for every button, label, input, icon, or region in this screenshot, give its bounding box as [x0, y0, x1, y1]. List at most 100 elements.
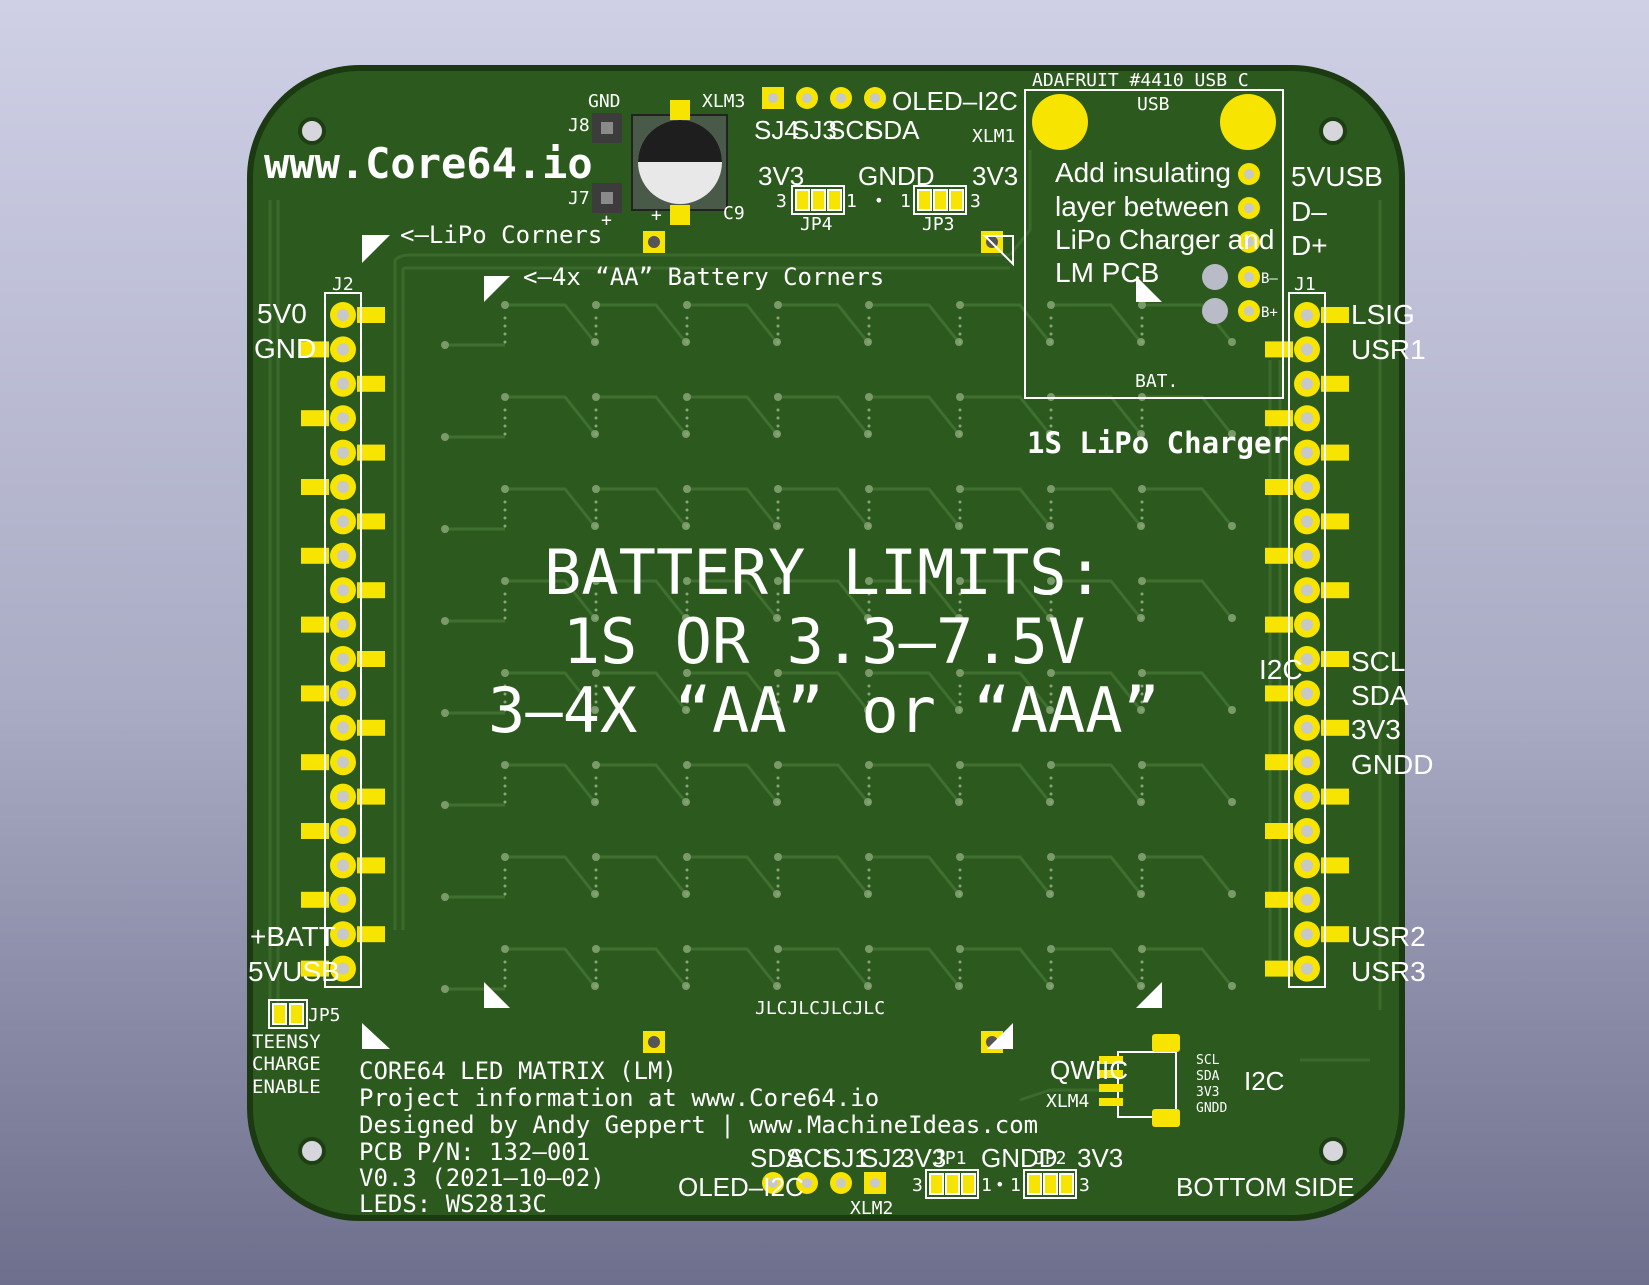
led-via [683, 669, 691, 677]
led-footprint [592, 761, 690, 806]
led-dot [958, 868, 962, 872]
jumper-pads [268, 185, 1077, 1199]
j7-j8-pads [592, 113, 622, 213]
header-pad [357, 719, 385, 736]
led-dot [867, 416, 871, 420]
led-via [683, 945, 691, 953]
led-trace [960, 671, 1050, 709]
led-dot [685, 876, 689, 880]
led-dot [594, 324, 598, 328]
header-pad [357, 651, 385, 667]
led-dot [776, 800, 780, 804]
led-dot [958, 500, 962, 504]
led-trace [505, 487, 595, 525]
led-via [1138, 301, 1146, 309]
led-dot [685, 516, 689, 520]
led-footprint [956, 761, 1054, 806]
bottom-gndd-label: GNDD [981, 1143, 1058, 1173]
led-trace [1142, 855, 1232, 893]
led-dot [1049, 976, 1053, 980]
led-dot [867, 892, 871, 896]
charger-note-line-2: layer between [1055, 191, 1229, 222]
led-dot [1049, 708, 1053, 712]
jp1-pin3: 3 [912, 1175, 923, 1196]
top-pin-scl: SCL [828, 115, 879, 145]
led-trace [505, 763, 595, 801]
led-via [683, 853, 691, 861]
led-dot [685, 984, 689, 988]
left-header-pins [301, 302, 385, 982]
led-trace [687, 947, 777, 985]
bottom-pin-scl: SCL [786, 1143, 837, 1173]
led-dot [1140, 892, 1144, 896]
led-trace [596, 579, 686, 617]
led-via [865, 669, 873, 677]
left-label-batt: +BATT [250, 921, 336, 952]
led-dot [685, 892, 689, 896]
capacitor-c9 [631, 100, 728, 225]
header-pad [1321, 788, 1349, 805]
led-dot [1140, 316, 1144, 320]
top-pin-sj4: SJ4 [754, 115, 799, 145]
led-trace [1051, 947, 1141, 985]
led-dot [1049, 500, 1053, 504]
led-via [592, 485, 600, 493]
bottom-oled-i2c-label: OLED–I2C [678, 1172, 804, 1202]
led-dot [685, 784, 689, 788]
led-dot [503, 524, 507, 528]
right-label-i2c: I2C [1259, 654, 1303, 685]
led-dot [1140, 524, 1144, 528]
led-dot [867, 708, 871, 712]
led-dot [867, 968, 871, 972]
header-pin-hole [1301, 893, 1313, 906]
header-pin-hole [337, 343, 349, 356]
header-pad [301, 754, 329, 771]
led-dot [776, 968, 780, 972]
led-dot [867, 424, 871, 428]
led-dot [1049, 340, 1053, 344]
led-dot [958, 960, 962, 964]
led-dot [594, 592, 598, 596]
row-via [441, 893, 449, 901]
led-via [683, 577, 691, 585]
led-trace [687, 763, 777, 801]
header-pin-hole [1301, 446, 1313, 459]
charger-pin-5vusb: 5VUSB [1291, 161, 1383, 192]
battery-limits-line-1: BATTERY LIMITS: [544, 536, 1104, 609]
led-via [1228, 706, 1236, 714]
lipo-corner-marker-tl [362, 235, 390, 263]
info-line-5: V0.3 (2021–10–02) [359, 1164, 605, 1192]
led-dot [503, 516, 507, 520]
header-pad [1321, 307, 1349, 323]
header-pad [301, 479, 329, 495]
site-url: www.Core64.io [264, 139, 593, 188]
led-footprint [865, 853, 963, 898]
header-pin-hole [1301, 481, 1313, 493]
led-trace [778, 947, 868, 985]
led-dot [594, 984, 598, 988]
led-trace [505, 855, 595, 893]
led-trace [596, 671, 686, 709]
lipo-corner-marker-br [987, 1023, 1013, 1049]
jp2-pin1: 1 [1010, 1175, 1021, 1196]
led-dot [685, 616, 689, 620]
led-dot [1049, 324, 1053, 328]
led-dot [594, 800, 598, 804]
led-dot [1140, 432, 1144, 436]
led-dot [685, 324, 689, 328]
led-footprint [683, 577, 781, 622]
led-dot [594, 960, 598, 964]
led-trace [687, 303, 777, 341]
header-pad [1265, 479, 1293, 495]
led-trace [596, 395, 686, 433]
qwiic-connector [1099, 1034, 1180, 1127]
mounting-hole-top-left [298, 117, 326, 145]
header-pin-hole [337, 549, 349, 562]
led-dot [1049, 684, 1053, 688]
header-pin-hole [1301, 756, 1313, 769]
charger-b-plus: B+ [1261, 305, 1278, 321]
led-via [1047, 669, 1055, 677]
led-footprint [774, 669, 872, 714]
led-via [1138, 485, 1146, 493]
led-dot [776, 892, 780, 896]
